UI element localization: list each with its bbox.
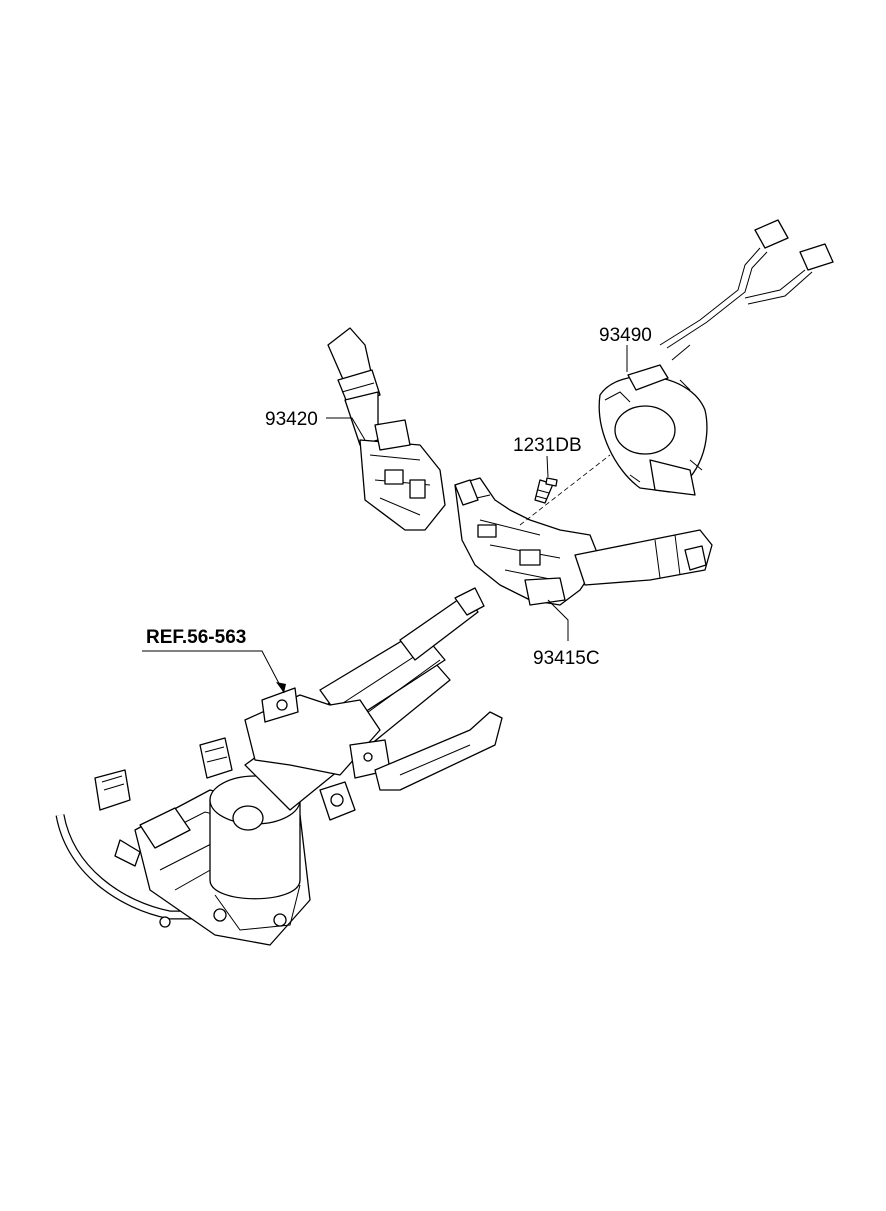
label-93420: 93420 xyxy=(265,409,318,430)
multifunction-switch-93420 xyxy=(327,327,446,531)
screw-1231DB xyxy=(534,455,558,504)
label-ref-56-563: REF.56-563 xyxy=(146,627,246,648)
label-93490: 93490 xyxy=(599,325,652,346)
label-1231DB: 1231DB xyxy=(513,435,582,456)
combination-switch-93415C xyxy=(454,454,713,641)
clock-spring-93490 xyxy=(598,219,834,496)
leader-93420 xyxy=(326,417,366,441)
steering-column-assembly xyxy=(55,587,503,946)
label-93415C: 93415C xyxy=(533,648,600,669)
